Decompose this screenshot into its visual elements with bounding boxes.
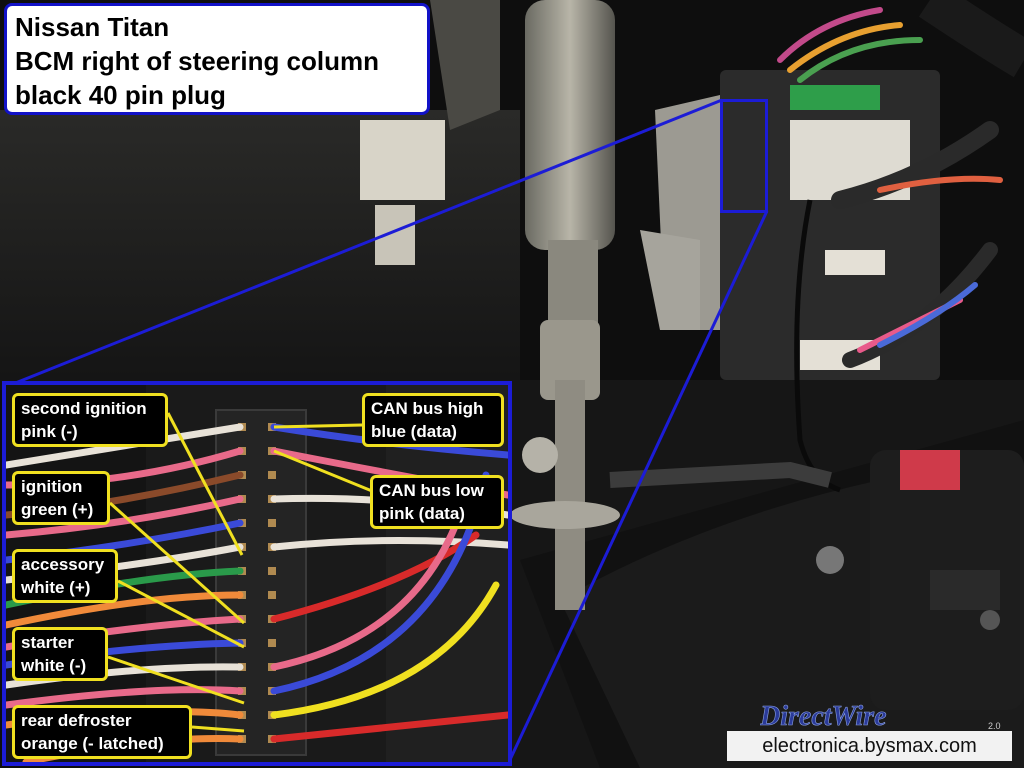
title-box: Nissan Titan BCM right of steering colum… (4, 3, 430, 115)
label-second-ignition-wire: pink (-) (21, 422, 78, 441)
label-starter: starter white (-) (12, 627, 108, 681)
label-can-low-name: CAN bus low (379, 481, 484, 500)
directwire-logo: DirectWire 2.0 (760, 701, 1001, 732)
label-ignition-wire: green (+) (21, 500, 94, 519)
watermark-url: electronica.bysmax.com (727, 731, 1012, 761)
label-ignition: ignition green (+) (12, 471, 110, 525)
label-second-ignition: second ignition pink (-) (12, 393, 168, 447)
label-rear-defroster: rear defroster orange (- latched) (12, 705, 192, 759)
label-accessory-name: accessory (21, 555, 105, 574)
title-line-vehicle: Nissan Titan (15, 12, 170, 42)
label-accessory-wire: white (+) (21, 578, 91, 597)
title-line-location: BCM right of steering column (15, 46, 379, 76)
label-can-high: CAN bus high blue (data) (362, 393, 504, 447)
label-second-ignition-name: second ignition (21, 399, 147, 418)
label-ignition-name: ignition (21, 477, 83, 496)
logo-version: 2.0 (988, 721, 1001, 731)
label-can-low: CAN bus low pink (data) (370, 475, 504, 529)
label-rear-defroster-wire: orange (- latched) (21, 734, 164, 753)
label-can-high-wire: blue (data) (371, 422, 457, 441)
logo-text: DirectWire (760, 701, 887, 732)
label-starter-name: starter (21, 633, 74, 652)
label-can-low-wire: pink (data) (379, 504, 465, 523)
label-accessory: accessory white (+) (12, 549, 118, 603)
label-starter-wire: white (-) (21, 656, 87, 675)
title-line-plug: black 40 pin plug (15, 80, 226, 110)
connector-inset: second ignition pink (-) ignition green … (2, 381, 512, 766)
label-can-high-name: CAN bus high (371, 399, 484, 418)
connector-highlight-box (720, 99, 768, 213)
label-rear-defroster-name: rear defroster (21, 711, 132, 730)
